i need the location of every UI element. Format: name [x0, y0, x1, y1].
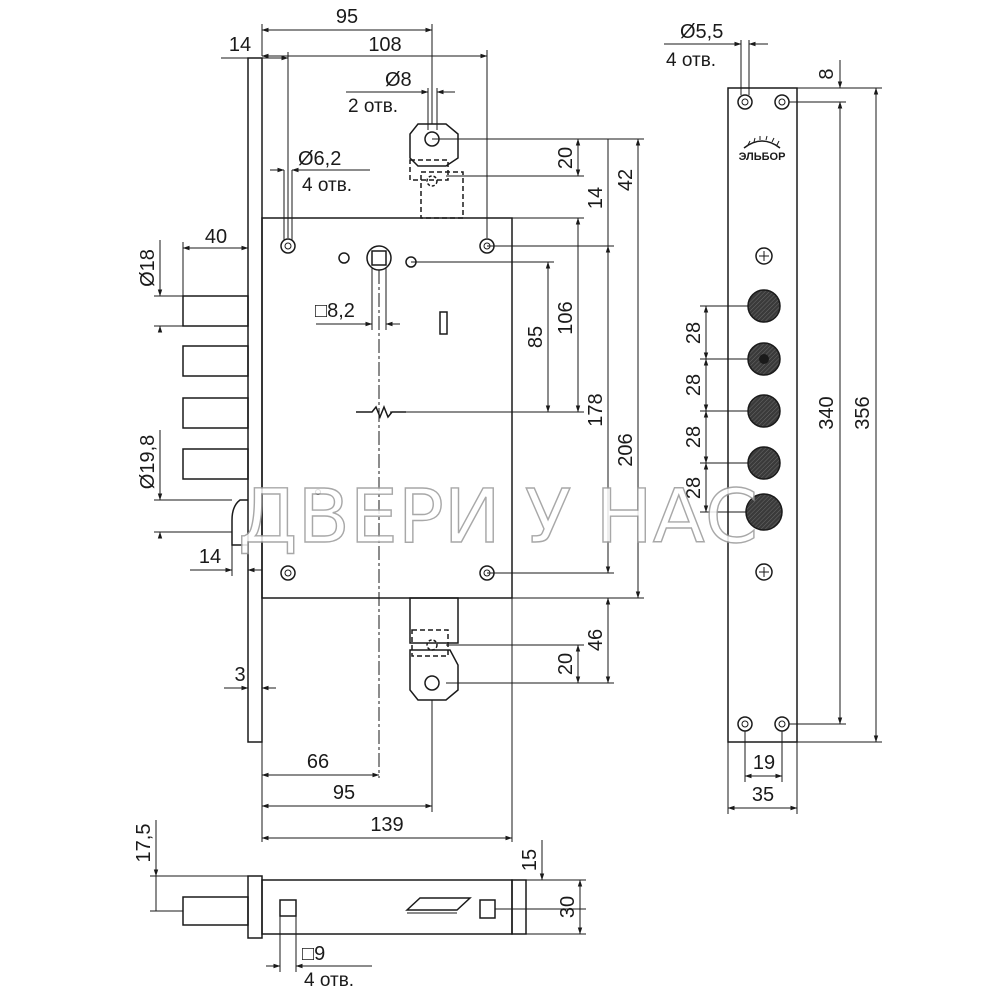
faceplate-hole-icon — [774, 716, 790, 732]
hole62-count: 4 отв. — [302, 175, 352, 196]
bottom-slot — [405, 897, 472, 911]
faceplate-hole-icon — [737, 94, 753, 110]
dim-8: 8 — [816, 68, 838, 79]
dim-15: 15 — [519, 849, 541, 871]
front-view: 95 108 14 Ø8 2 отв. Ø6,2 4 отв. □8,2 40 — [137, 6, 644, 842]
dim-106: 106 — [555, 301, 577, 334]
dim-20-bottom: 20 — [555, 653, 577, 675]
dim-14-right: 14 — [585, 187, 607, 209]
brand-logo-arc-icon — [743, 140, 781, 149]
dim-178: 178 — [585, 393, 607, 426]
bottom-bolt — [182, 896, 249, 926]
bolt-198-diameter: Ø19,8 — [137, 435, 159, 489]
faceplate-hole-icon — [774, 94, 790, 110]
dim-28-2: 28 — [683, 374, 705, 396]
hole8-count: 2 отв. — [348, 96, 398, 117]
watermark: ДВЕРИ У НАС — [238, 474, 758, 560]
bolt-4 — [182, 448, 249, 480]
dim-35: 35 — [752, 784, 774, 806]
bottom-view: 17,5 15 30 □9 4 отв. — [133, 820, 586, 991]
latch — [231, 499, 248, 546]
bolt-18-diameter: Ø18 — [137, 249, 159, 287]
bottom-square-9 — [279, 899, 297, 917]
bottom-hole-count: 4 отв. — [304, 970, 354, 991]
dim-14-left: 14 — [229, 34, 251, 56]
faceplate-hole-count: 4 отв. — [666, 50, 716, 71]
hole8-diameter: Ø8 — [385, 69, 412, 91]
brand-logo: ЭЛЬБОР — [739, 151, 786, 163]
screw-icon — [755, 247, 773, 265]
dim-85: 85 — [525, 326, 547, 348]
square-82: □8,2 — [315, 300, 355, 322]
lock-case — [261, 217, 513, 599]
dim-28-3: 28 — [683, 426, 705, 448]
dim-66: 66 — [307, 751, 329, 773]
dim-28-4: 28 — [683, 477, 705, 499]
dim-42: 42 — [615, 169, 637, 191]
dim-108: 108 — [368, 34, 401, 56]
bolt-end-icon — [747, 394, 781, 428]
dim-17-5: 17,5 — [133, 824, 155, 863]
dim-46: 46 — [585, 629, 607, 651]
bolt-end-icon — [747, 289, 781, 323]
faceplate-strip — [727, 87, 798, 743]
bottom-square-label: □9 — [302, 943, 325, 965]
mount-hole-icon — [280, 238, 296, 254]
keyhole-slot — [439, 311, 448, 335]
bolt-2 — [182, 345, 249, 377]
dim-139: 139 — [370, 814, 403, 836]
screw-icon — [755, 563, 773, 581]
dim-20-top: 20 — [555, 147, 577, 169]
dim-40: 40 — [205, 226, 227, 248]
bolt-3 — [182, 397, 249, 429]
faceplate-hole-icon — [737, 716, 753, 732]
dim-95-top: 95 — [336, 6, 358, 28]
dim-3: 3 — [234, 664, 245, 686]
front-faceplate — [247, 57, 263, 743]
bottom-faceplate — [247, 875, 263, 939]
dim-30: 30 — [557, 896, 579, 918]
dim-19: 19 — [753, 752, 775, 774]
bolt-1 — [182, 295, 249, 327]
hole62-diameter: Ø6,2 — [298, 148, 341, 170]
spindle-hole-icon — [366, 245, 392, 271]
dim-356: 356 — [852, 396, 874, 429]
faceplate-view: ЭЛЬБОР Ø5,5 4 отв. 8 — [664, 21, 882, 814]
dim-14-bottom: 14 — [199, 546, 221, 568]
faceplate-hole-diameter: Ø5,5 — [680, 21, 723, 43]
dim-95-bottom: 95 — [333, 782, 355, 804]
dim-206: 206 — [615, 433, 637, 466]
top-tail — [409, 123, 459, 167]
bottom-tail — [409, 649, 459, 701]
dim-28-1: 28 — [683, 322, 705, 344]
mount-hole-icon — [280, 565, 296, 581]
bottom-case — [261, 879, 513, 935]
dim-340: 340 — [816, 396, 838, 429]
